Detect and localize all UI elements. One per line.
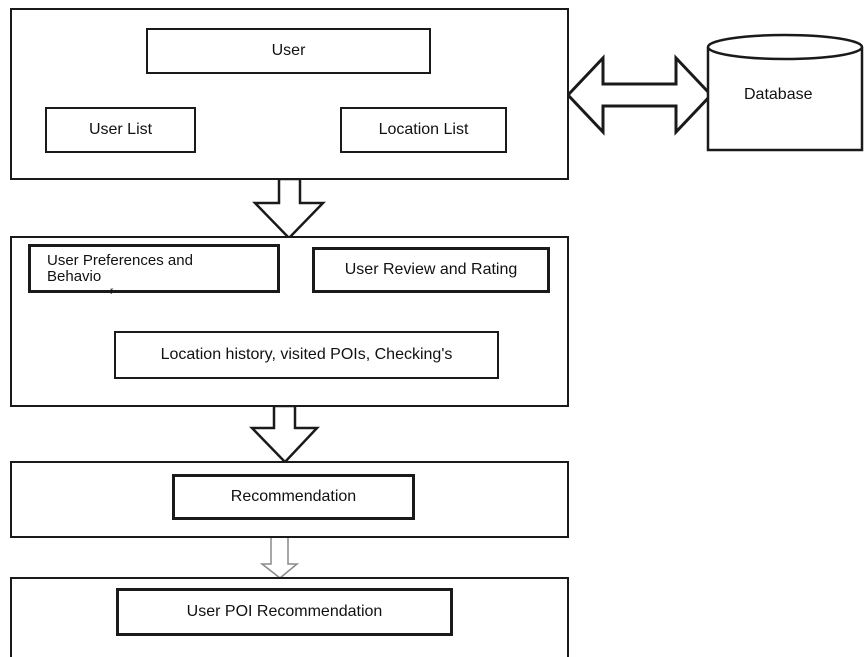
location-history-label: Location history, visited POIs, Checking…	[160, 346, 453, 363]
recommendation-box: Recommendation	[172, 474, 415, 520]
user-poi-recommendation-box: User POI Recommendation	[116, 588, 453, 636]
database-cylinder-icon	[706, 33, 864, 152]
location-list-label: Location List	[378, 121, 469, 138]
recommendation-label: Recommendation	[230, 488, 357, 505]
user-list-label: User List	[88, 121, 153, 138]
location-history-box: Location history, visited POIs, Checking…	[114, 331, 499, 379]
down-arrow-icon-1	[252, 177, 326, 240]
bidirectional-arrow-icon	[565, 54, 714, 136]
database-label: Database	[744, 86, 813, 103]
review-rating-box: User Review and Rating	[312, 247, 550, 293]
user-box: User	[146, 28, 431, 74]
preferences-label: User Preferences and Behavio	[47, 251, 193, 285]
user-box-label: User	[271, 42, 306, 59]
user-poi-recommendation-label: User POI Recommendation	[186, 603, 383, 620]
preferences-stray-mark: r	[110, 286, 114, 297]
location-list-box: Location List	[340, 107, 507, 153]
review-rating-label: User Review and Rating	[344, 261, 518, 278]
down-arrow-icon-3	[259, 536, 300, 579]
preferences-box: User Preferences and Behavio	[28, 244, 280, 293]
down-arrow-icon-2	[249, 404, 320, 464]
user-list-box: User List	[45, 107, 196, 153]
